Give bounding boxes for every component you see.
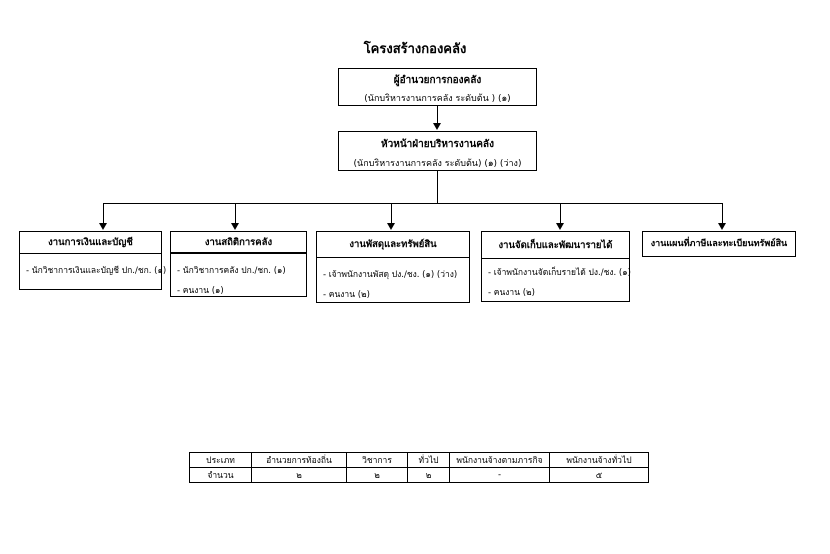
- table-header: ประเภท: [189, 452, 252, 468]
- arrow-head: [99, 223, 107, 230]
- department-revenue-collection: งานจัดเก็บและพัฒนารายได้ - เจ้าพนักงานจั…: [481, 231, 631, 302]
- table-cell: ๒: [251, 467, 347, 483]
- connector-line: [235, 203, 236, 224]
- department-position: - คนงาน (๒): [323, 290, 370, 300]
- arrow-head: [387, 223, 395, 230]
- table-header-row: ประเภท อำนวยการท้องถิ่น วิชาการ ทั่วไป พ…: [189, 452, 649, 468]
- arrow-head: [231, 223, 239, 230]
- connector-line: [437, 171, 438, 204]
- table-cell: ๒: [407, 467, 450, 483]
- connector-line: [560, 203, 561, 224]
- table-header: อำนวยการท้องถิ่น: [251, 452, 347, 468]
- table-cell: ๒: [346, 467, 408, 483]
- department-title: งานสถิติการคลัง: [171, 232, 306, 254]
- department-position: - เจ้าพนักงานจัดเก็บรายได้ ปง./ชง. (๑): [488, 268, 631, 278]
- department-position: - คนงาน (๑): [177, 286, 224, 296]
- staff-summary-table: ประเภท อำนวยการท้องถิ่น วิชาการ ทั่วไป พ…: [189, 452, 649, 483]
- department-title: งานแผนที่ภาษีและทะเบียนทรัพย์สิน: [650, 239, 788, 249]
- connector-line: [391, 203, 392, 224]
- arrow-head: [556, 223, 564, 230]
- connector-line: [437, 106, 438, 124]
- table-header: วิชาการ: [346, 452, 408, 468]
- table-cell: ๕: [549, 467, 649, 483]
- department-title: งานพัสดุและทรัพย์สิน: [317, 232, 469, 258]
- department-supplies-assets: งานพัสดุและทรัพย์สิน - เจ้าพนักงานพัสดุ …: [316, 231, 470, 303]
- arrow-head: [433, 123, 441, 130]
- table-header: พนักงานจ้างตามภารกิจ: [449, 452, 550, 468]
- department-position: - เจ้าพนักงานพัสดุ ปง./ชง. (๑) (ว่าง): [323, 270, 458, 280]
- table-header: ทั่วไป: [407, 452, 450, 468]
- deputy-box: หัวหน้าฝ่ายบริหารงานคลัง (นักบริหารงานกา…: [338, 131, 537, 171]
- table-cell: จำนวน: [189, 467, 252, 483]
- department-finance-accounting: งานการเงินและบัญชี - นักวิชาการเงินและบั…: [19, 231, 167, 290]
- department-title: งานการเงินและบัญชี: [20, 232, 161, 254]
- connector-bus: [103, 203, 723, 204]
- director-box: ผู้อำนวยการกองคลัง (นักบริหารงานการคลัง …: [338, 68, 537, 106]
- connector-line: [722, 203, 723, 224]
- table-cell: -: [449, 467, 550, 483]
- department-position: - นักวิชาการคลัง ปก./ชก. (๑): [177, 266, 286, 276]
- arrow-head: [718, 223, 726, 230]
- deputy-subtitle: (นักบริหารงานการคลัง ระดับต้น) (๑) (ว่าง…: [353, 159, 522, 169]
- page-title: โครงสร้างกองคลัง: [363, 42, 467, 57]
- director-title: ผู้อำนวยการกองคลัง: [393, 75, 482, 86]
- department-fiscal-statistics: งานสถิติการคลัง - นักวิชาการคลัง ปก./ชก.…: [170, 231, 307, 297]
- connector-line: [103, 203, 104, 224]
- department-title: งานจัดเก็บและพัฒนารายได้: [482, 232, 629, 259]
- table-header: พนักงานจ้างทั่วไป: [549, 452, 649, 468]
- department-position: - คนงาน (๒): [488, 288, 535, 298]
- director-subtitle: (นักบริหารงานการคลัง ระดับต้น ) (๑): [364, 94, 511, 104]
- deputy-title: หัวหน้าฝ่ายบริหารงานคลัง: [381, 139, 494, 150]
- department-tax-map-registry: งานแผนที่ภาษีและทะเบียนทรัพย์สิน: [642, 231, 796, 257]
- department-position: - นักวิชาการเงินและบัญชี ปก./ชก. (๑): [26, 266, 167, 276]
- table-row: จำนวน ๒ ๒ ๒ - ๕: [189, 467, 649, 483]
